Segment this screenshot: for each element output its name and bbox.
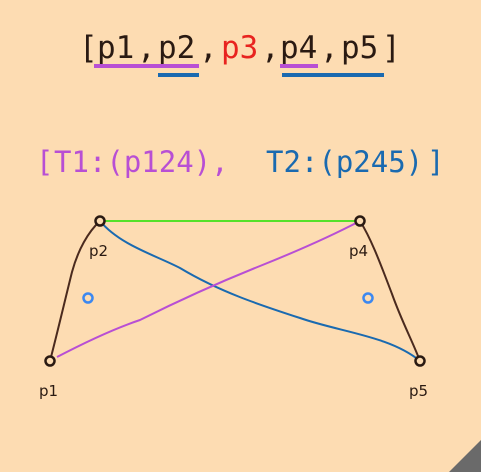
seq-open-bracket: [ xyxy=(79,30,98,66)
seq-token-p4: p4 xyxy=(280,30,317,66)
underline-p4-triangle-1 xyxy=(280,64,318,68)
triangle-2-center-dot xyxy=(362,292,374,304)
triangle-1-center-dot xyxy=(82,292,94,304)
label-p5: p5 xyxy=(409,382,428,400)
edge-p4-p5 xyxy=(359,220,421,362)
seq-token-p3: p3 xyxy=(221,30,258,66)
label-p1: p1 xyxy=(39,382,58,400)
vertex-p2 xyxy=(94,215,106,227)
vertex-p1 xyxy=(44,355,56,367)
seq-token-p1: p1 xyxy=(97,30,134,66)
sequence-line: [ p1 , p2 , p3 , p4 , p5 ] xyxy=(79,30,401,66)
seq-token-p5: p5 xyxy=(341,30,378,66)
tri-close-bracket: ] xyxy=(427,145,444,179)
underline-triangle-1 xyxy=(94,64,199,68)
seq-comma-1: , xyxy=(137,30,156,66)
vertex-p4 xyxy=(354,215,366,227)
seq-comma-3: , xyxy=(261,30,280,66)
seq-comma-4: , xyxy=(320,30,339,66)
seq-token-p2: p2 xyxy=(158,30,195,66)
page-corner-fold xyxy=(449,440,481,472)
triangle-1-label: T1:(p124), xyxy=(54,145,229,179)
edge-p2-p5 xyxy=(99,220,421,362)
seq-comma-2: , xyxy=(199,30,218,66)
tri-open-bracket: [ xyxy=(36,145,53,179)
edge-p1-p4 xyxy=(56,220,361,358)
label-p2: p2 xyxy=(89,242,108,260)
vertex-p5 xyxy=(414,355,426,367)
triangles-line: [ T1:(p124), T2:(p245) ] xyxy=(36,145,444,179)
label-p4: p4 xyxy=(349,242,368,260)
edge-p1-p2 xyxy=(49,220,101,362)
seq-close-bracket: ] xyxy=(382,30,401,66)
underline-triangle-2 xyxy=(282,73,384,77)
underline-p2-shared xyxy=(158,73,199,77)
triangle-2-label: T2:(p245) xyxy=(266,145,423,179)
